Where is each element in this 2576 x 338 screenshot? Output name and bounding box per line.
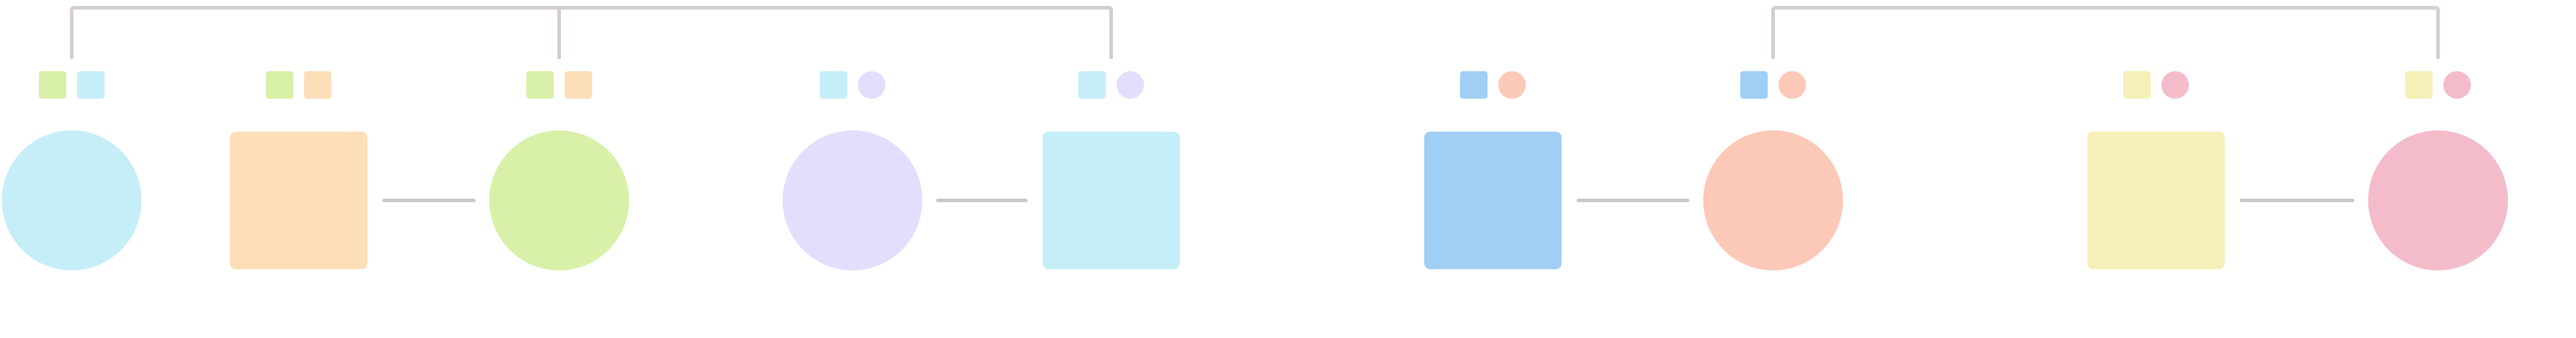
badge-square	[820, 71, 847, 99]
badge-square	[77, 71, 105, 99]
node-3	[489, 71, 629, 270]
node-circle	[2, 130, 142, 270]
node-5	[1042, 71, 1180, 269]
node-square	[230, 132, 367, 269]
node-circle	[2368, 130, 2508, 270]
badge-circle	[1498, 71, 1526, 99]
badge-square	[526, 71, 554, 99]
node-6	[1424, 71, 1562, 269]
badge-square	[565, 71, 592, 99]
bracket-line	[70, 6, 1113, 59]
node-square	[1424, 132, 1562, 269]
node-circle	[783, 130, 922, 270]
badge-circle	[1117, 71, 1144, 99]
node-layer	[2, 71, 2508, 270]
node-9	[2368, 71, 2508, 270]
node-square	[2087, 132, 2225, 269]
badge-square	[39, 71, 66, 99]
bracket-layer	[70, 6, 2440, 59]
node-square	[1042, 132, 1180, 269]
bracket-group-right	[1771, 6, 2440, 59]
badge-square	[1740, 71, 1768, 99]
badge-square	[2405, 71, 2433, 99]
bracket-line	[1771, 6, 2440, 59]
badge-square	[266, 71, 293, 99]
badge-square	[304, 71, 332, 99]
node-circle	[489, 130, 629, 270]
node-7	[1703, 71, 1843, 270]
node-circle	[1703, 130, 1843, 270]
node-1	[2, 71, 142, 270]
node-2	[230, 71, 367, 269]
bracket-group-left	[70, 6, 1113, 59]
badge-circle	[1778, 71, 1806, 99]
badge-circle	[2443, 71, 2471, 99]
badge-square	[2123, 71, 2151, 99]
badge-square	[1078, 71, 1106, 99]
node-4	[783, 71, 922, 270]
badge-circle	[2161, 71, 2189, 99]
node-8	[2087, 71, 2225, 269]
badge-square	[1460, 71, 1488, 99]
badge-circle	[858, 71, 885, 99]
